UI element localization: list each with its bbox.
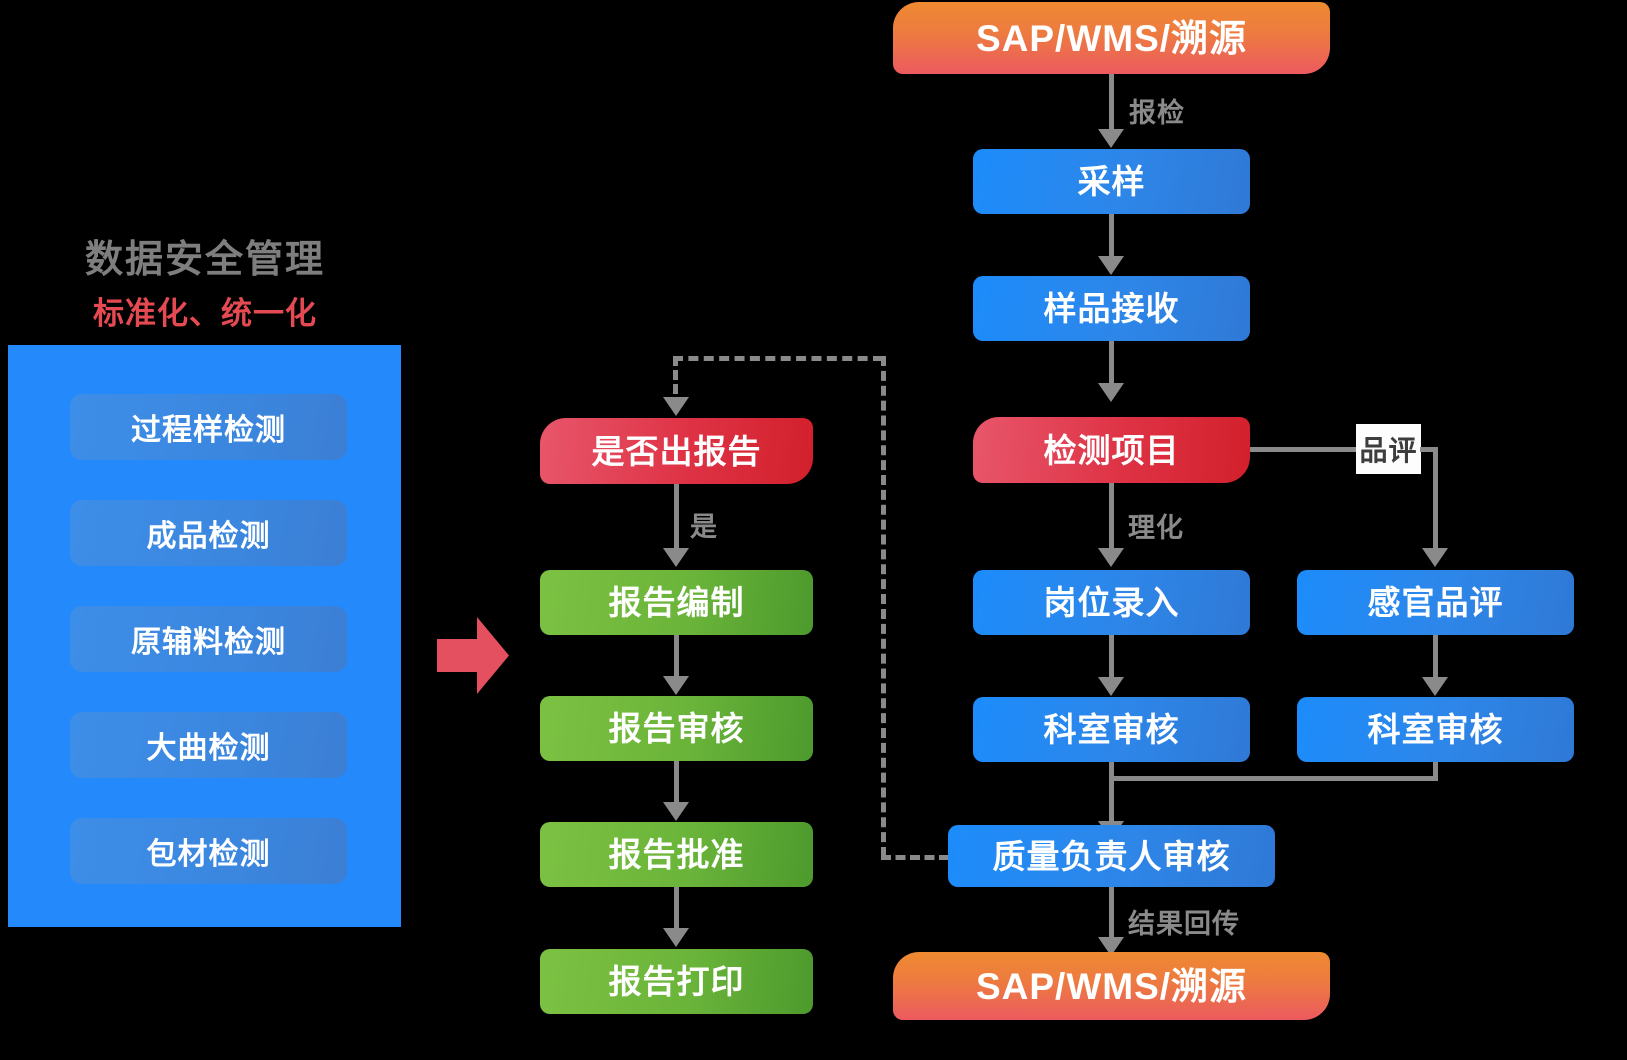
edge-arrowhead [1098,677,1124,696]
panel-item-raw-materials[interactable]: 原辅料检测 [70,606,347,672]
edge-arrowhead [1098,129,1124,148]
edge-sensory-to-dept-review [1433,635,1438,680]
panel-item-label: 原辅料检测 [131,626,286,659]
node-label: 科室审核 [1043,711,1180,748]
edge-label-physicochemical: 理化 [1128,513,1184,543]
edge-compile-to-review [674,635,679,679]
node-label: 样品接收 [1043,290,1180,327]
node-label: 报告审核 [608,710,745,747]
node-report-decision[interactable]: 是否出报告 [540,418,813,484]
node-label: 报告打印 [608,963,745,1000]
edge-arrowhead [663,928,689,947]
edge-dept-review-down [1109,762,1114,824]
node-label: 报告编制 [608,584,745,621]
flow-arrow-icon [437,617,509,694]
node-dept-review-physicochemical[interactable]: 科室审核 [973,697,1250,762]
node-label: 采样 [1077,163,1146,200]
edge-sampling-to-receive [1109,214,1114,259]
node-label: 检测项目 [1043,431,1180,469]
detection-categories-panel: 过程样检测 成品检测 原辅料检测 大曲检测 包材检测 [8,345,401,927]
node-source-system[interactable]: SAP/WMS/溯源 [893,2,1330,74]
node-label: 是否出报告 [591,432,762,470]
edge-arrowhead [1422,548,1448,567]
edge-arrowhead [663,676,689,695]
edge-label-inspection-request: 报检 [1129,98,1185,128]
edge-label-yes: 是 [690,512,718,542]
edge-label-result-feedback: 结果回传 [1128,909,1240,939]
edge-test-items-to-sensory-left [1250,447,1358,452]
feedback-loop-segment-top [673,356,883,361]
edge-arrowhead [663,802,689,821]
edge-post-entry-to-dept-review [1109,635,1114,680]
node-label: 质量负责人审核 [992,837,1231,875]
feedback-loop-segment-bottom [881,855,949,860]
panel-item-packaging[interactable]: 包材检测 [70,818,347,884]
node-quality-manager-review[interactable]: 质量负责人审核 [948,825,1275,887]
node-sample-receive[interactable]: 样品接收 [973,276,1250,341]
node-test-items[interactable]: 检测项目 [973,417,1250,483]
edge-test-items-to-post-entry [1109,483,1114,550]
page-subtitle: 标准化、统一化 [93,296,317,331]
panel-item-label: 大曲检测 [146,732,271,765]
edge-sensory-down [1433,447,1438,551]
panel-item-finished-product[interactable]: 成品检测 [70,500,347,566]
edge-receive-to-test-items [1109,341,1114,386]
node-report-compile[interactable]: 报告编制 [540,570,813,635]
edge-arrowhead [1098,548,1124,567]
edge-decision-to-compile [674,484,679,550]
edge-merge-horizontal [1109,776,1438,781]
node-label: SAP/WMS/溯源 [975,17,1248,59]
edge-arrowhead [1098,383,1124,402]
panel-item-label: 过程样检测 [131,414,286,447]
edge-dept-review-sensory-down [1433,762,1438,780]
node-label: 科室审核 [1367,711,1504,748]
edge-arrowhead [1422,677,1448,696]
node-label: SAP/WMS/溯源 [975,965,1248,1007]
node-report-review[interactable]: 报告审核 [540,696,813,761]
feedback-loop-arrowhead [663,397,689,416]
edge-quality-to-result [1109,887,1114,940]
node-label: 岗位录入 [1043,584,1180,621]
panel-item-label: 包材检测 [146,838,271,871]
node-report-approve[interactable]: 报告批准 [540,822,813,887]
node-post-entry[interactable]: 岗位录入 [973,570,1250,635]
node-label: 感官品评 [1367,584,1504,621]
feedback-loop-segment-right [881,356,886,857]
node-sampling[interactable]: 采样 [973,149,1250,214]
panel-item-daqu[interactable]: 大曲检测 [70,712,347,778]
node-report-print[interactable]: 报告打印 [540,949,813,1014]
panel-item-label: 成品检测 [146,520,271,553]
edge-arrowhead [663,548,689,567]
edge-sensory-label-right [1420,447,1438,452]
edge-source-to-sampling [1109,74,1114,132]
feedback-loop-segment-left [673,356,678,408]
edge-arrowhead [1098,256,1124,275]
edge-label-sensory: 品评 [1356,424,1421,474]
edge-arrowhead [1098,937,1124,956]
page-title: 数据安全管理 [84,239,325,281]
edge-review-to-approve [674,761,679,805]
edge-approve-to-print [674,887,679,931]
node-label: 报告批准 [608,836,745,873]
node-dept-review-sensory[interactable]: 科室审核 [1297,697,1574,762]
node-result-return-system[interactable]: SAP/WMS/溯源 [893,952,1330,1020]
node-sensory-evaluation[interactable]: 感官品评 [1297,570,1574,635]
panel-item-process-sample[interactable]: 过程样检测 [70,394,347,460]
